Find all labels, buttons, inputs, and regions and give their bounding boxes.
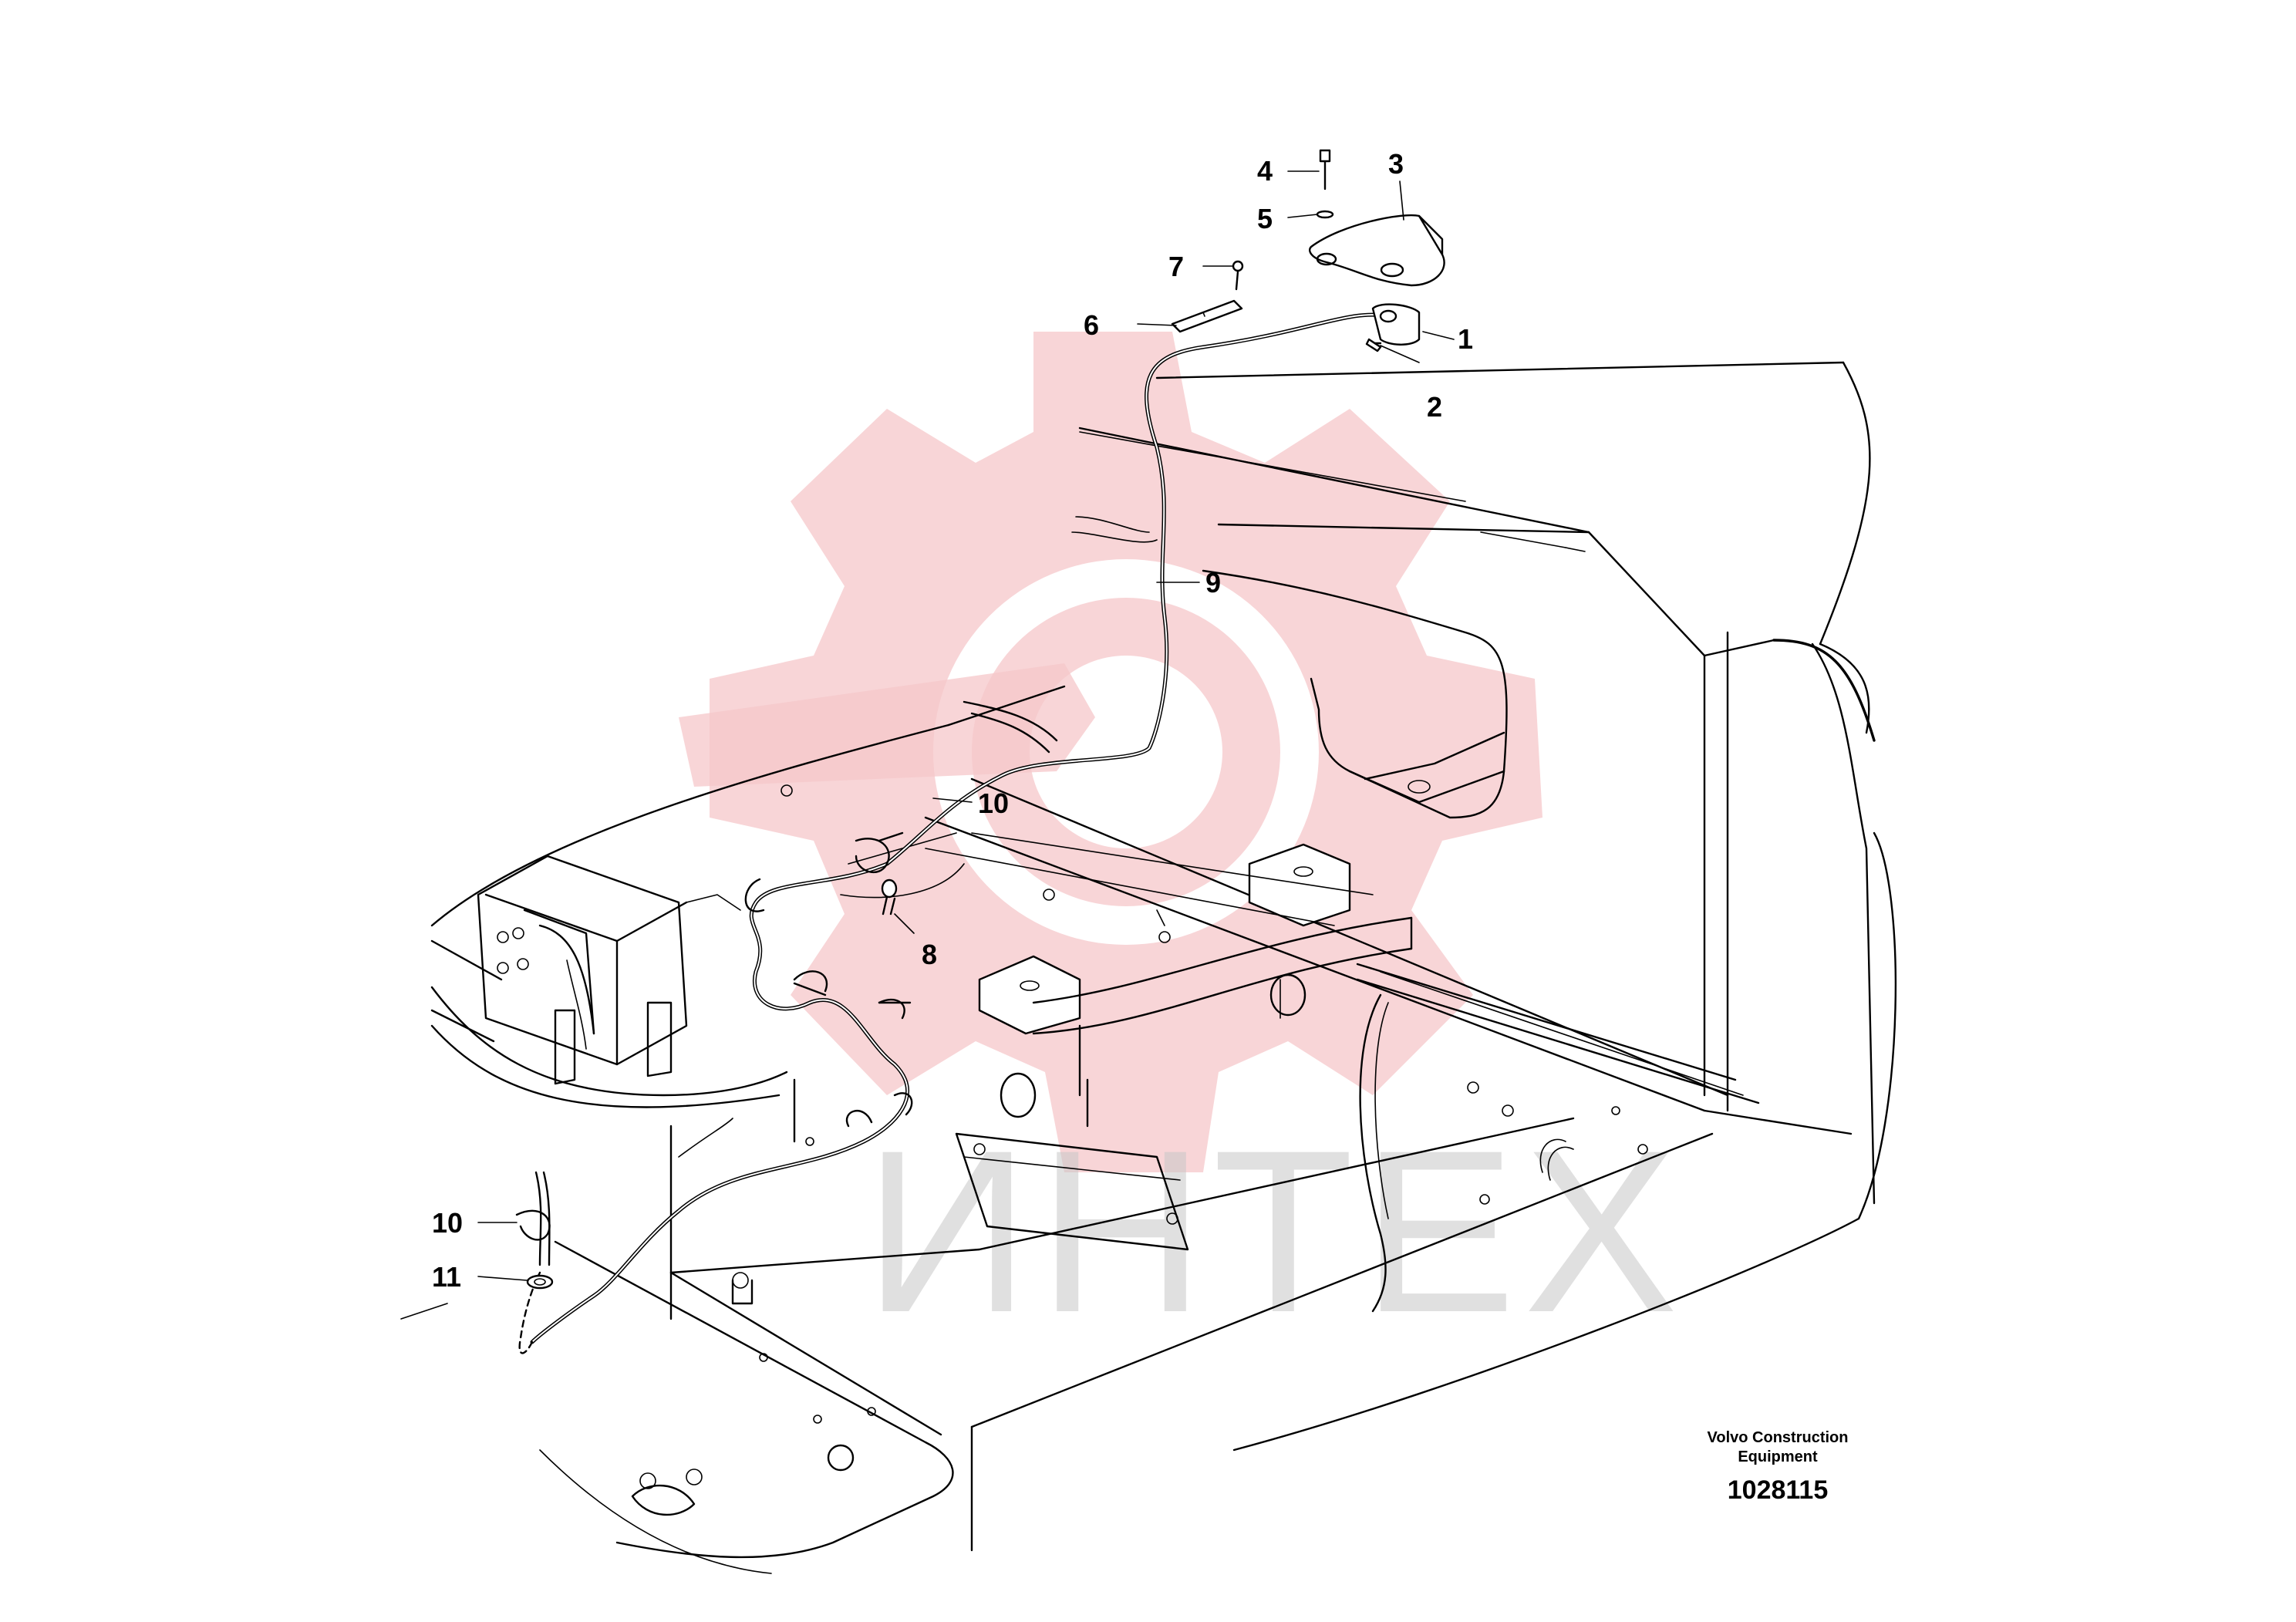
callout-9: 9 — [1205, 567, 1221, 599]
callout-2: 2 — [1427, 391, 1442, 423]
drawing-number: 1028115 — [1728, 1475, 1829, 1505]
part-8-terminal — [881, 878, 898, 916]
callout-3: 3 — [1388, 148, 1404, 180]
callout-11: 11 — [432, 1261, 461, 1293]
part-5-washer — [1316, 210, 1334, 219]
callout-1: 1 — [1458, 323, 1473, 355]
manufacturer-line-2: Equipment — [1738, 1448, 1818, 1465]
machine-frame — [400, 361, 1897, 1574]
part-6-clip — [1171, 299, 1243, 333]
callout-8: 8 — [922, 939, 937, 970]
callout-7: 7 — [1168, 251, 1184, 282]
callout-labels: 1 2 3 4 5 6 7 8 9 10 10 11 — [432, 148, 1473, 1293]
callout-10-upper: 10 — [978, 787, 1009, 819]
callout-4: 4 — [1257, 155, 1273, 187]
callout-5: 5 — [1257, 203, 1273, 234]
part-1-switch — [1371, 303, 1421, 346]
cable-9 — [518, 312, 1391, 1354]
part-7-screw — [1232, 260, 1244, 291]
title-block: Volvo Construction Equipment 1028115 — [1708, 1429, 1849, 1505]
manufacturer-line-1: Volvo Construction — [1708, 1429, 1849, 1446]
callout-6: 6 — [1084, 309, 1099, 341]
callout-10-lower: 10 — [432, 1207, 463, 1239]
part-4-bolt — [1319, 149, 1331, 191]
part-11-grommet — [526, 1274, 554, 1290]
part-3-bracket — [1309, 214, 1445, 287]
watermark-text: ИНТЕХ — [864, 1101, 1686, 1361]
watermark-gear-logo — [679, 332, 1542, 1172]
watermark: ИНТЕХ — [679, 332, 1686, 1361]
leader-lines — [477, 170, 1455, 1281]
part-10-tie-lower — [515, 1171, 551, 1266]
part-2-screw — [1365, 338, 1382, 352]
